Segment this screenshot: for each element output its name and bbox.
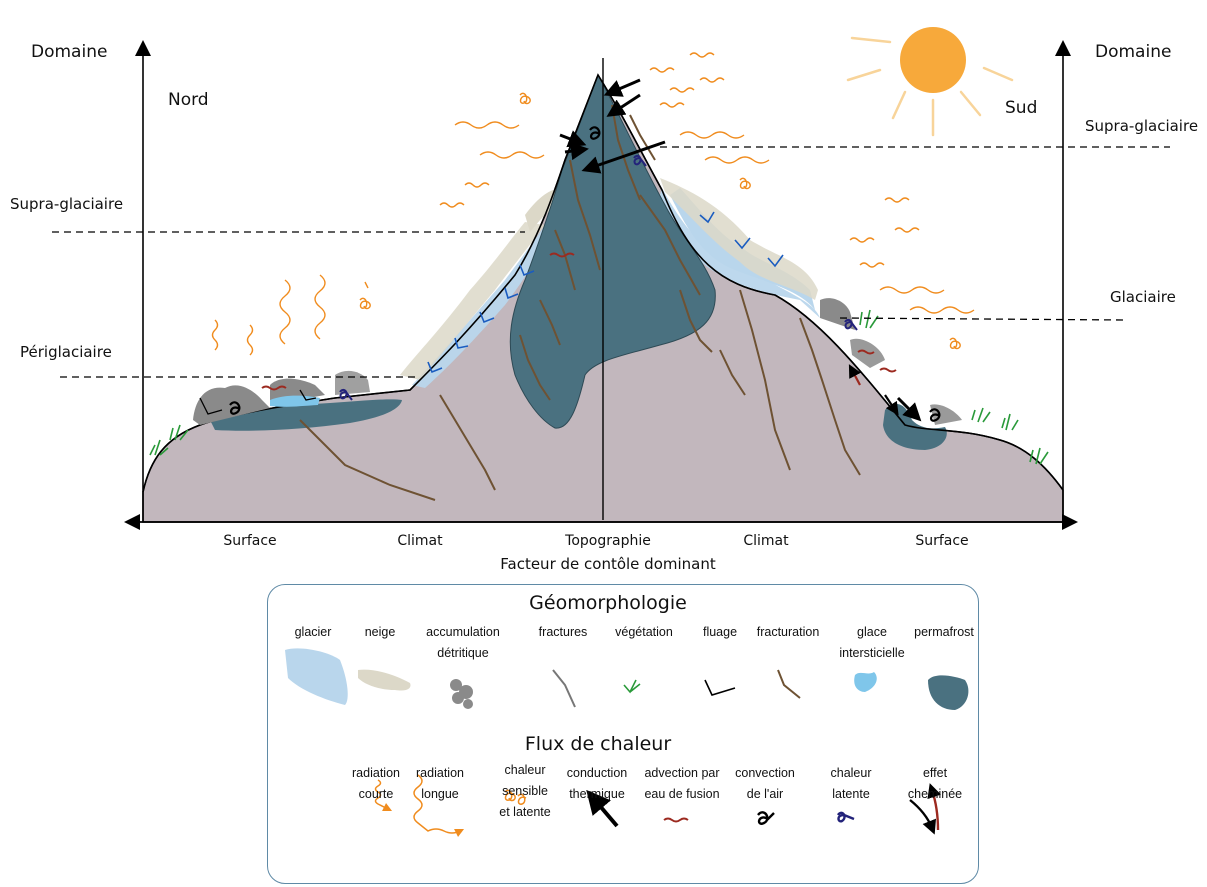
chimney-effect-marks [848, 364, 899, 416]
creep-marks [199, 389, 317, 415]
fracturing-icon [777, 669, 801, 699]
factor-right-climat: Climat [743, 533, 789, 549]
debris-icon [450, 679, 473, 709]
air-convection-icon [757, 811, 775, 825]
radiation-squiggles [211, 52, 975, 356]
ice-flow-marks [427, 211, 784, 374]
factor-left-surface: Surface [223, 533, 277, 549]
axis-right-title: Domaine [1095, 42, 1172, 62]
factor-left-climat: Climat [397, 533, 443, 549]
permafrost-core [509, 73, 716, 429]
legend-snow-label: neige [364, 625, 396, 639]
sun-icon [846, 27, 1014, 137]
thermal-conduction-icon [586, 789, 619, 828]
meltwater-advection-marks [261, 252, 897, 391]
sensible-latent-marks [359, 92, 961, 350]
left-supra-glaciaire-label: Supra-glaciaire [10, 195, 124, 213]
glacier-icon [285, 648, 348, 705]
snow-right [660, 178, 818, 300]
legend-creep-label: fluage [702, 625, 738, 639]
conduction-arrows [559, 78, 922, 422]
right-supra-glaciaire-label: Supra-glaciaire [1085, 117, 1199, 135]
legend-glacier-label: glacier [294, 625, 332, 639]
meltwater-advection-icon [663, 817, 689, 823]
latent-heat-icon [837, 811, 855, 823]
domain-boundaries [52, 146, 1170, 378]
creep-icon [704, 679, 736, 696]
interstitial-ice-left [270, 395, 320, 407]
longwave-radiation-icon [413, 774, 465, 838]
factor-topographie: Topographie [565, 533, 651, 549]
interstitial-ice-icon [854, 672, 877, 692]
permafrost-icon [928, 675, 969, 710]
vegetation-icon [623, 679, 641, 694]
legend-fractures-label: fractures [538, 625, 588, 639]
snow-left [400, 222, 545, 380]
legend-vegetation-label: végétation [615, 625, 673, 639]
heat-flux-title: Flux de chaleur [524, 733, 672, 755]
chimney-effect-icon [909, 783, 942, 835]
x-axis-title: Facteur de contôle dominant [500, 555, 716, 573]
debris-accumulations [193, 298, 962, 425]
snow-icon [358, 669, 411, 691]
latent-heat-marks [339, 154, 858, 401]
left-periglaciaire-label: Périglaciaire [20, 343, 112, 361]
right-glaciaire-label: Glaciaire [1110, 288, 1176, 306]
north-label: Nord [168, 90, 209, 110]
permafrost-left-lens [210, 399, 402, 431]
legend-fracturing-label: fracturation [756, 625, 820, 639]
sensible-latent-heat-icon [504, 789, 527, 805]
air-convection-marks [229, 126, 941, 422]
fracture-icon [552, 669, 576, 708]
shortwave-radiation-icon [374, 779, 393, 812]
legend-icons [285, 648, 969, 838]
factor-right-surface: Surface [915, 533, 969, 549]
geomorphology-title: Géomorphologie [529, 592, 687, 614]
south-label: Sud [1005, 98, 1038, 118]
axis-left-title: Domaine [31, 42, 108, 62]
legend-permafrost-label: permafrost [914, 625, 974, 639]
